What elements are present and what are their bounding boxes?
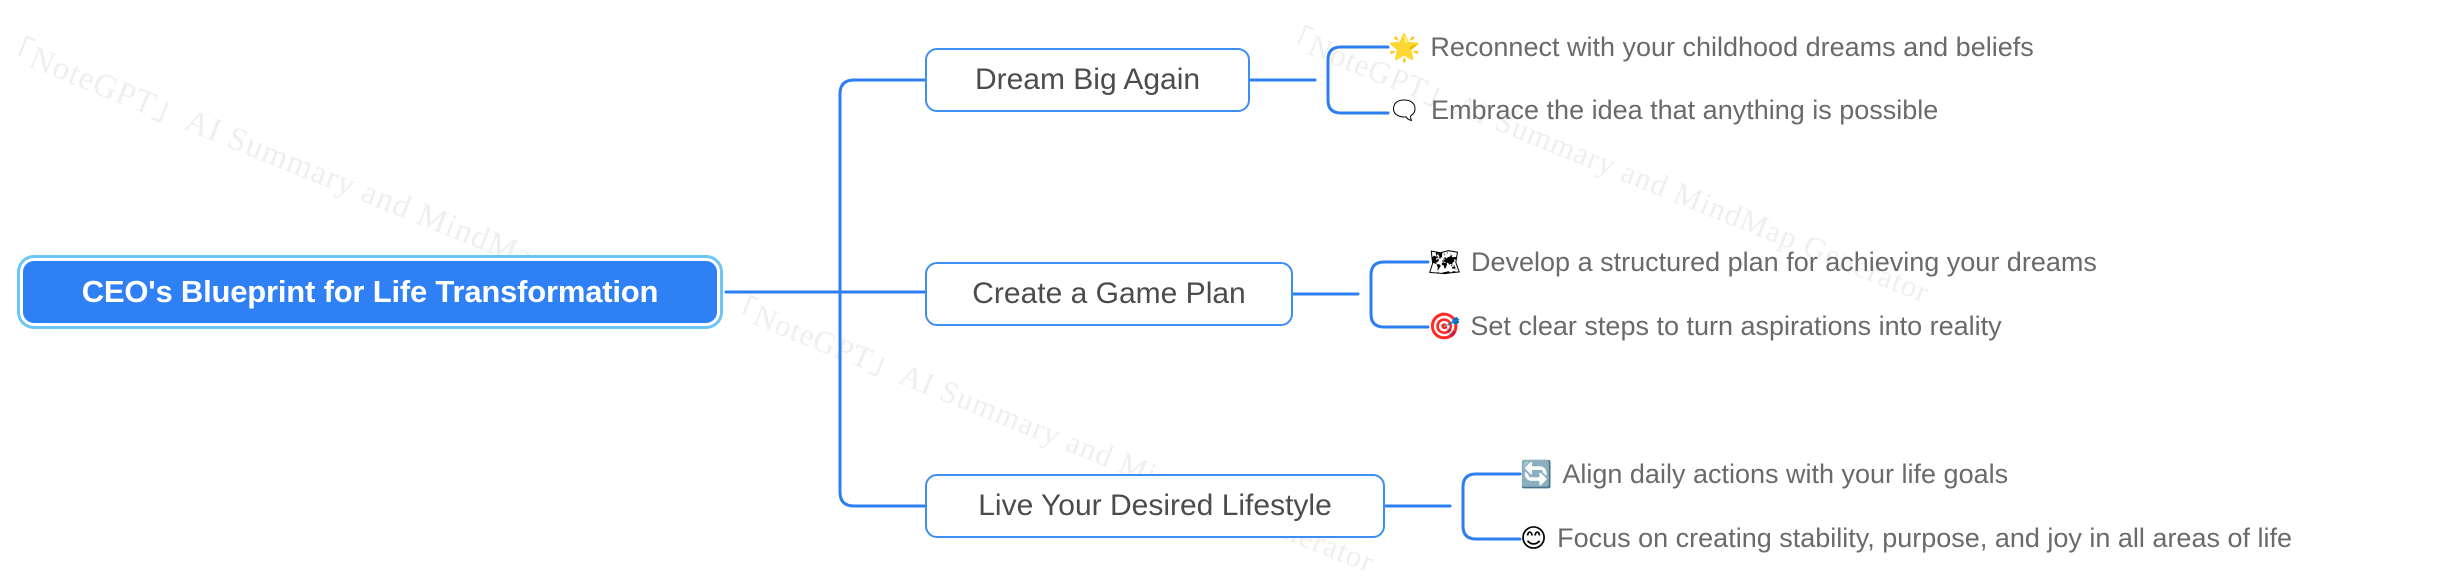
leaf-item[interactable]: 😊 Focus on creating stability, purpose, a… — [1520, 523, 2293, 554]
connector-path — [1461, 504, 1522, 541]
leaf-item-label: Set clear steps to turn aspirations into… — [1470, 311, 2002, 341]
smiling-face-icon: 😊 — [1520, 523, 1548, 554]
leaf-item-label: Reconnect with your childhood dreams and… — [1430, 32, 2034, 62]
connector-path — [1369, 292, 1430, 329]
glowing-star-icon: 🌟 — [1388, 32, 1421, 63]
leaf-item-label: Embrace the idea that anything is possib… — [1431, 95, 1939, 125]
branch-node-label: Live Your Desired Lifestyle — [978, 489, 1332, 522]
world-map-icon: 🗺 — [1428, 247, 1462, 278]
leaf-item[interactable]: 🌟 Reconnect with your childhood dreams an… — [1388, 32, 2034, 63]
connector-path — [1461, 472, 1522, 508]
branch-node-label: Create a Game Plan — [972, 277, 1246, 310]
branch-node[interactable]: Dream Big Again — [925, 48, 1250, 112]
leaf-item[interactable]: 🗺 Develop a structured plan for achieving… — [1428, 247, 2097, 278]
connector-path — [1326, 45, 1390, 82]
connector-path — [1326, 78, 1390, 115]
branch-node[interactable]: Live Your Desired Lifestyle — [925, 474, 1385, 538]
connector-path — [838, 78, 927, 294]
leaf-item[interactable]: 🎯 Set clear steps to turn aspirations int… — [1428, 311, 2002, 342]
leaf-item[interactable]: 🗨 Embrace the idea that anything is possi… — [1388, 95, 1939, 126]
target-icon: 🎯 — [1428, 311, 1461, 342]
branch-node[interactable]: Create a Game Plan — [925, 262, 1293, 326]
leaf-item[interactable]: 🔄 Align daily actions with your life goal… — [1520, 459, 2009, 490]
leaf-item-label: Align daily actions with your life goals — [1562, 459, 2009, 489]
refresh-sync-icon: 🔄 — [1520, 459, 1553, 490]
root-node[interactable]: CEO's Blueprint for Life Transformation — [17, 255, 723, 329]
leaf-item-label: Focus on creating stability, purpose, an… — [1557, 523, 2293, 553]
connector-path — [838, 290, 927, 508]
connector-path — [1369, 260, 1430, 296]
leaf-item-label: Develop a structured plan for achieving … — [1471, 247, 2097, 277]
branch-node-label: Dream Big Again — [974, 63, 1201, 96]
thought-balloon-icon: 🗨 — [1388, 95, 1422, 126]
root-node-label: CEO's Blueprint for Life Transformation — [81, 274, 659, 309]
